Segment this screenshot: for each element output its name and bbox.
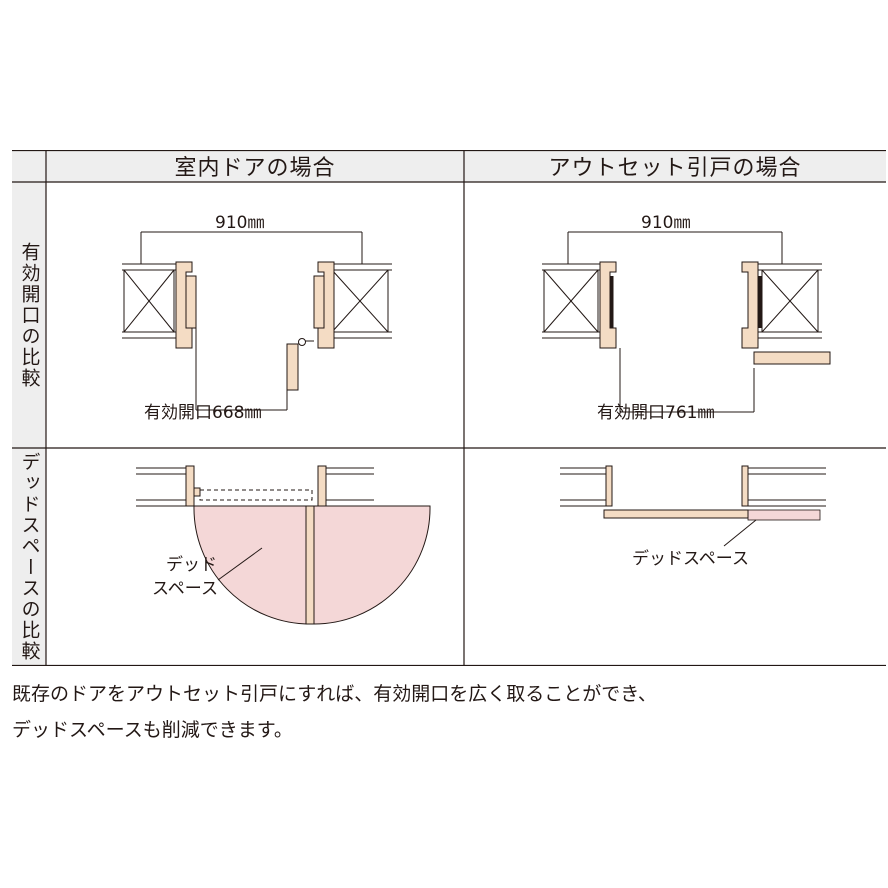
caption-line-1: 既存のドアをアウトセット引戸にすれば、有効開口を広く取ることができ、	[12, 683, 657, 705]
outset-sliding-door-opening-drawing	[542, 231, 831, 413]
comparison-table: 室内ドアの場合 アウトセット引戸の場合 有効開口の比較 デッドスペースの比較	[12, 150, 886, 666]
door-width-label-left: 910㎜	[215, 213, 265, 233]
interior-door-opening-drawing	[122, 231, 392, 411]
dead-space-label-left-line2: スペース	[152, 579, 218, 599]
table-grid-lines	[12, 150, 886, 666]
row-header-opening: 有効開口の比較	[12, 182, 46, 448]
outset-sliding-door-dead-space-drawing	[560, 465, 826, 547]
row-header-dead-space-text: デッドスペースの比較	[18, 452, 41, 662]
effective-opening-label-right: 有効開口761㎜	[597, 403, 715, 423]
dead-space-label-left-line1: デッド	[166, 555, 217, 575]
dead-space-label-right: デッドスペース	[632, 549, 749, 569]
col-header-interior-door: 室内ドアの場合	[174, 156, 336, 181]
caption-line-2: デッドスペースも削減できます。	[12, 719, 293, 741]
interior-door-dead-space-drawing	[136, 465, 431, 625]
col-header-outset-sliding-door: アウトセット引戸の場合	[548, 156, 802, 181]
row-header-dead-space: デッドスペースの比較	[12, 448, 46, 666]
caption: 既存のドアをアウトセット引戸にすれば、有効開口を広く取ることができ、 デッドスペ…	[12, 676, 872, 748]
door-width-label-right: 910㎜	[641, 213, 691, 233]
row-header-opening-text: 有効開口の比較	[18, 241, 41, 389]
effective-opening-label-left: 有効開口668㎜	[144, 403, 262, 423]
